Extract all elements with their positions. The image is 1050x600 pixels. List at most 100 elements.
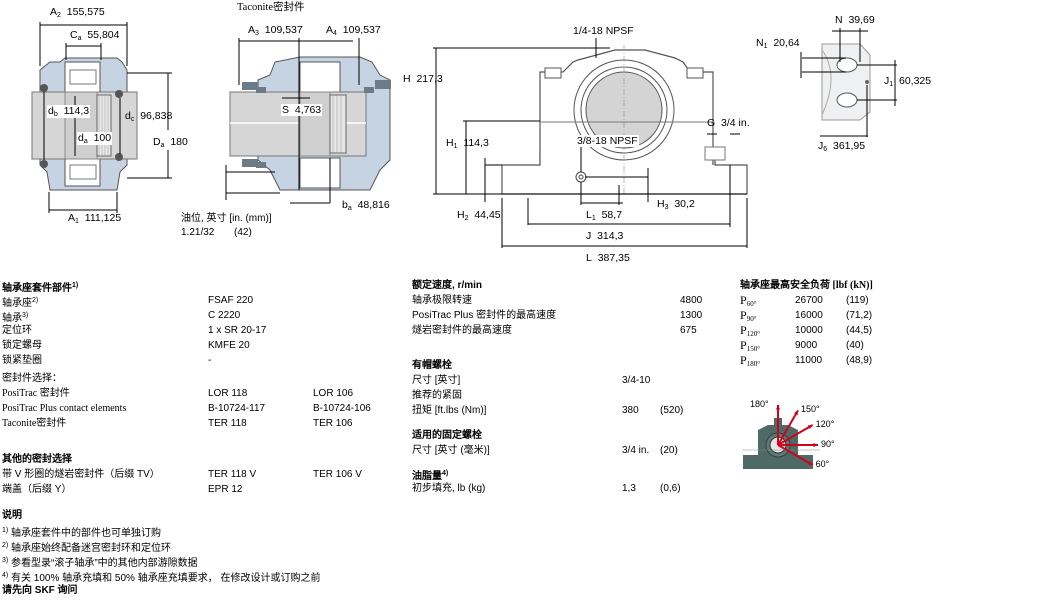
attach-bolts-section: 适用的固定螺栓 尺寸 [英寸 (毫米)]3/4 in.(20) (412, 428, 732, 458)
dim-a3-sub: 3 (255, 30, 259, 37)
dim-j6: J6 361,95 (818, 140, 865, 153)
dim-a3-value: 109,537 (264, 24, 303, 36)
dim-l: L 387,35 (586, 252, 630, 264)
dim-n1-symbol: N (756, 37, 764, 49)
speed-row: 燧岩密封件的最高速度 675 (412, 323, 732, 338)
load-arrow-120 (777, 424, 814, 446)
grease-row: 初步填充, lb (kg) 1,3 (0,6) (412, 481, 732, 496)
kit-label: 轴承3) (2, 312, 29, 324)
speed-label: 燧岩密封件的最高速度 (412, 325, 512, 336)
kit-label: 锁定螺母 (2, 340, 42, 351)
kit-row: 轴承座2) FSAF 220 (2, 293, 402, 309)
kit-row: 轴承3)C 2220 (2, 308, 402, 324)
note-text: 轴承座始终配备迷宫密封环和定位环 (8, 543, 172, 554)
dim-h1-sub: 1 (453, 143, 458, 150)
load-arrow-150 (777, 409, 799, 446)
dim-l1: L1 58,7 (586, 209, 622, 222)
grease-heading-note: 4) (442, 470, 449, 477)
other-seal-value-2: TER 106 V (313, 469, 362, 480)
seal-heading: 密封件选择： (2, 373, 62, 384)
seal-value-1: TER 118 (208, 418, 247, 429)
dim-h2-value: 44,45 (474, 209, 501, 221)
speed-value: 1300 (680, 310, 703, 321)
dim-h: H 217,3 (403, 73, 443, 85)
dim-da-outer-symbol: D (153, 136, 161, 148)
dim-dc-symbol: d (125, 110, 131, 122)
cap-bolt-value-1: 380 (622, 405, 639, 416)
dim-n: N 39,69 (835, 14, 875, 26)
dim-ca: Ca 55,804 (70, 29, 119, 42)
grease-section: 油脂量4) 初步填充, lb (kg) 1,3 (0,6) (412, 466, 732, 496)
load-row: P120°10000(44,5) (740, 323, 940, 338)
grease-value-2: (0,6) (660, 483, 681, 494)
dim-j1: J1 60,325 (884, 75, 931, 88)
kit-value-1: FSAF 220 (208, 295, 254, 306)
dim-da-symbol: d (78, 132, 84, 144)
dim-j-value: 314,3 (597, 230, 624, 242)
dim-j1-sub: 1 (889, 81, 894, 88)
kit-note: 3) (22, 312, 29, 319)
dim-j: J 314,3 (586, 230, 623, 242)
dim-ba-value: 48,816 (357, 199, 390, 211)
dim-dc-sub: c (130, 116, 135, 123)
grease-heading: 油脂量4) (412, 466, 732, 482)
load-angle: 60° (746, 300, 757, 308)
grease-label: 初步填充, lb (kg) (412, 483, 486, 494)
dim-h2-sub: 2 (464, 215, 469, 222)
seal-value-1: B-10724-117 (208, 403, 266, 414)
kit-heading-text: 轴承座套件部件 (2, 283, 72, 294)
attach-bolts-heading: 适用的固定螺栓 (412, 430, 482, 441)
load-angle: 150° (746, 345, 760, 353)
seal-label: Taconite密封件 (2, 418, 67, 429)
kit-label: 定位环 (2, 325, 32, 336)
kit-value-1: - (208, 355, 212, 366)
dim-l-symbol: L (586, 252, 592, 264)
seal-value-2: LOR 106 (313, 388, 354, 399)
dim-h1-symbol: H (446, 137, 454, 149)
dim-db-value: 114,3 (63, 105, 90, 117)
speed-label: PosiTrac Plus 密封件的最高速度 (412, 310, 557, 321)
dim-a1-sub: 1 (75, 218, 79, 225)
kit-value-1: KMFE 20 (208, 340, 250, 351)
other-seal-value-1: EPR 12 (208, 484, 243, 495)
dim-l1-value: 58,7 (601, 209, 623, 221)
dim-j6-sub: 6 (823, 146, 828, 153)
dim-n1-sub: 1 (763, 43, 768, 50)
cap-bolt-label: 扭矩 [ft.lbs (Nm)] (412, 405, 487, 416)
cap-bolt-row: 推荐的紧固 (412, 388, 732, 403)
dim-dc: dc 96,838 (125, 110, 172, 123)
dim-dc-value: 96,838 (140, 110, 173, 122)
dim-h3-sub: 3 (664, 204, 669, 211)
dim-g: G 3/4 in. (707, 117, 750, 129)
load-arrow-60 (777, 444, 814, 466)
note-item: 4) 有关 100% 轴承充填和 50% 轴承座充填要求， 在修改设计或订购之前 (2, 568, 402, 584)
load-angle-label: 180° (750, 399, 769, 409)
load-symbol: P90° (740, 308, 757, 323)
other-seal-label: 带 V 形圈的燧岩密封件（后缀 TV） (2, 469, 160, 480)
kit-note: 2) (32, 297, 39, 304)
speed-heading: 额定速度, r/min (412, 280, 483, 291)
load-row: P90°16000(71,2) (740, 308, 940, 323)
cap-bolt-label: 推荐的紧固 (412, 390, 462, 401)
dim-l-value: 387,35 (597, 252, 630, 264)
cap-bolt-value-2: (520) (660, 405, 684, 416)
dim-db-symbol: d (48, 105, 54, 117)
kit-label: 轴承座2) (2, 297, 39, 309)
dim-a2-sub: 2 (57, 12, 61, 19)
kit-value-1: 1 x SR 20-17 (208, 325, 267, 336)
seal-value-1: LOR 118 (208, 388, 248, 399)
dim-g-value: 3/4 in. (721, 117, 750, 129)
grease-value-1: 1,3 (622, 483, 636, 494)
oil-level-label: 油位, 英寸 [in. (mm)] (181, 213, 272, 224)
loads-section: 轴承座最高安全负荷 [lbf (kN)] P60°26700(119)P90°1… (740, 278, 940, 368)
seal-value-2: TER 106 (313, 418, 353, 429)
oil-level-mm: (42) (234, 227, 252, 238)
load-angle-label: 60° (815, 459, 830, 469)
load-diagram-svg (742, 405, 820, 469)
top-port-label: 1/4-18 NPSF (573, 25, 634, 37)
dim-ca-symbol: C (70, 29, 78, 41)
speed-value: 675 (680, 325, 697, 336)
note-number: 4) (2, 572, 9, 579)
dim-l1-symbol: L (586, 209, 592, 221)
